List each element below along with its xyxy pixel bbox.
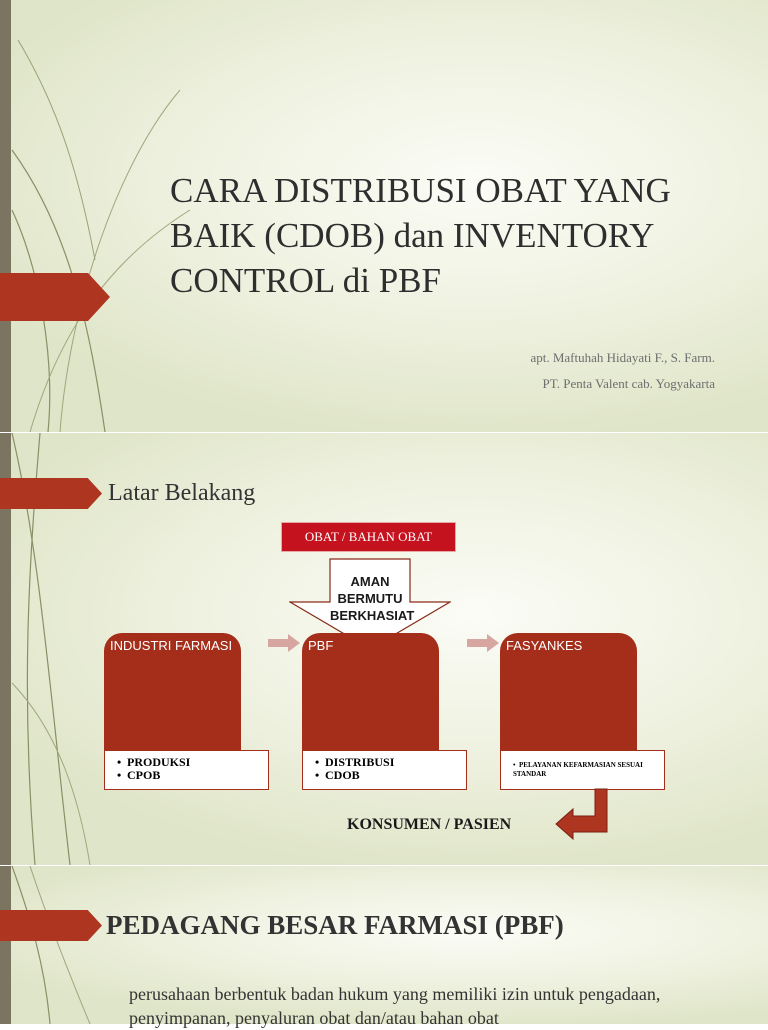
- author-name: apt. Maftuhah Hidayati F., S. Farm.: [530, 350, 715, 365]
- down-arrow-icon: [289, 558, 451, 650]
- arrow-qualities: AMAN BERMUTU BERKHASIAT: [330, 573, 415, 624]
- right-arrow-icon: [268, 634, 300, 652]
- detail-item: CPOB: [117, 769, 264, 782]
- detail-item: PELAYANAN KEFARMASIAN SESUAI STANDAR: [513, 761, 660, 779]
- quality-aman: AMAN: [350, 574, 390, 589]
- slide-title: CARA DISTRIBUSI OBAT YANG BAIK (CDOB) da…: [0, 0, 768, 432]
- obat-box: OBAT / BAHAN OBAT: [281, 522, 456, 552]
- detail-item: CDOB: [315, 769, 462, 782]
- detail-item: PRODUKSI: [117, 756, 264, 769]
- detail-box-fasyankes: PELAYANAN KEFARMASIAN SESUAI STANDAR: [500, 750, 665, 790]
- detail-item: DISTRIBUSI: [315, 756, 462, 769]
- accent-tab: [0, 273, 110, 321]
- sidebar-stripe: [0, 433, 11, 865]
- section-title: PEDAGANG BESAR FARMASI (PBF): [106, 910, 564, 940]
- sidebar-stripe: [0, 0, 11, 432]
- accent-tab: [0, 478, 102, 509]
- konsumen-label: KONSUMEN / PASIEN: [347, 816, 512, 833]
- quality-bermutu: BERMUTU: [337, 591, 403, 606]
- bent-arrow-icon: [555, 788, 608, 840]
- company-name: PT. Penta Valent cab. Yogyakarta: [542, 376, 715, 391]
- detail-box-industri: PRODUKSI CPOB: [104, 750, 269, 790]
- sidebar-stripe: [0, 866, 11, 1024]
- quality-berkhasiat: BERKHASIAT: [330, 608, 415, 623]
- accent-tab: [0, 910, 102, 941]
- detail-box-pbf: DISTRIBUSI CDOB: [302, 750, 467, 790]
- slide-title-text: CARA DISTRIBUSI OBAT YANG BAIK (CDOB) da…: [170, 171, 671, 300]
- section-title: Latar Belakang: [108, 480, 256, 506]
- bullet-text: perusahaan berbentuk badan hukum yang me…: [129, 984, 661, 1028]
- right-arrow-icon: [467, 634, 499, 652]
